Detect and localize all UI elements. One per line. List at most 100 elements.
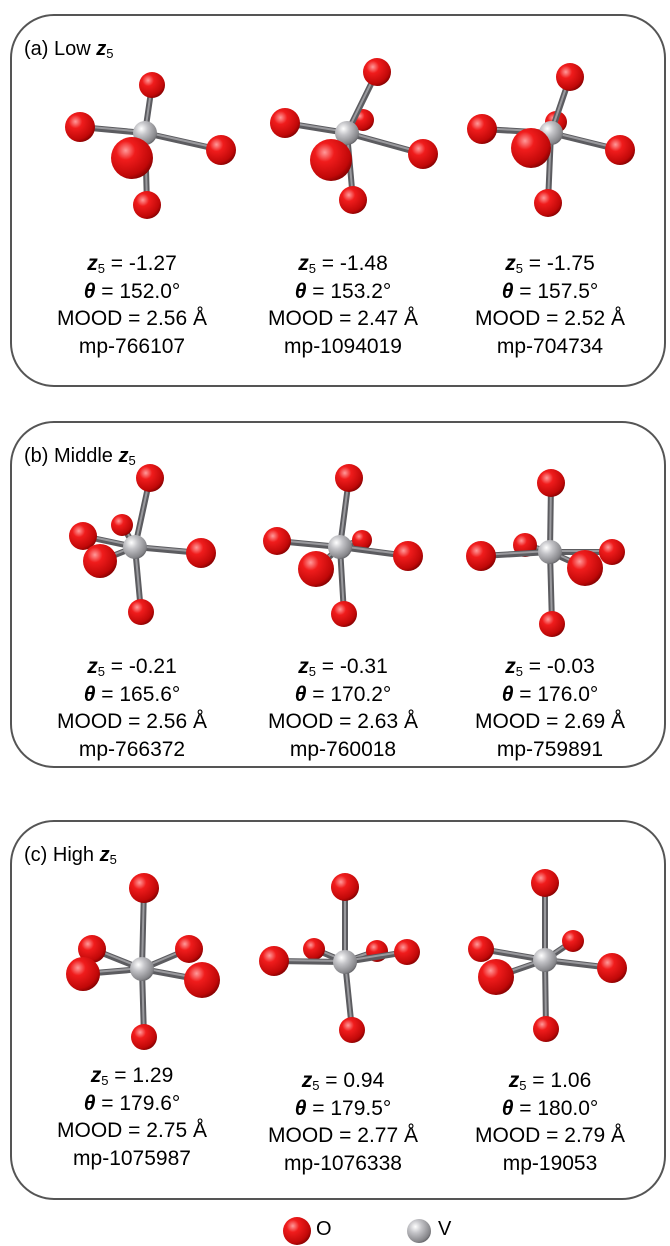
oxygen-atom [567, 550, 603, 586]
mp-id: mp-704734 [496, 334, 604, 358]
z5-line: z5 = -1.27 [87, 252, 177, 276]
mood-line: MOOD = 2.75 Å [57, 1119, 207, 1142]
vo6-octahedron [467, 63, 635, 217]
vo6-octahedron [69, 464, 216, 625]
oxygen-atom [136, 464, 164, 492]
oxygen-atom [175, 935, 203, 963]
oxygen-atom [111, 137, 153, 179]
oxygen-atom [263, 527, 291, 555]
oxygen-atom [556, 63, 584, 91]
theta-line: θ = 165.6° [83, 682, 181, 706]
oxygen-atom [66, 957, 100, 991]
mood-line: MOOD = 2.56 Å [57, 307, 207, 330]
oxygen-atom [186, 538, 216, 568]
vo6-octahedron [263, 464, 423, 627]
vanadium-atom-icon [407, 1219, 431, 1243]
oxygen-atom [533, 1016, 559, 1042]
oxygen-atom [599, 539, 625, 565]
oxygen-atom [331, 601, 357, 627]
oxygen-atom [531, 869, 559, 897]
structure-info: z5 = 1.06 θ = 180.0° MOOD = 2.79 Å mp-19053 [445, 1067, 655, 1177]
oxygen-atom [478, 959, 514, 995]
oxygen-atom [468, 936, 494, 962]
z5-line: z5 = -0.03 [505, 655, 595, 679]
oxygen-atom [139, 72, 165, 98]
oxygen-atom [303, 938, 325, 960]
theta-line: θ = 179.6° [83, 1091, 181, 1115]
mp-id: mp-1094019 [284, 334, 402, 358]
oxygen-atom [259, 946, 289, 976]
vanadium-atom [335, 121, 359, 145]
vo6-octahedron [466, 469, 625, 637]
oxygen-atom [363, 58, 391, 86]
mp-id: mp-766107 [78, 334, 186, 358]
structure-info: z5 = -1.75 θ = 157.5° MOOD = 2.52 Å mp-7047… [445, 250, 655, 360]
legend-oxygen-label: O [316, 1218, 332, 1240]
vanadium-atom [533, 948, 557, 972]
z5-line: z5 = -1.75 [505, 252, 595, 276]
oxygen-atom [83, 544, 117, 578]
oxygen-atom [597, 953, 627, 983]
mood-line: MOOD = 2.63 Å [268, 710, 418, 733]
oxygen-atom [69, 522, 97, 550]
oxygen-atom [270, 108, 300, 138]
theta-line: θ = 157.5° [501, 279, 599, 303]
structure-info: z5 = -1.48 θ = 153.2° MOOD = 2.47 Å mp-1094… [238, 250, 448, 360]
mp-id: mp-1076338 [284, 1151, 402, 1175]
oxygen-atom [562, 930, 584, 952]
oxygen-atom [605, 135, 635, 165]
z5-line: z5 = 1.29 [90, 1064, 174, 1088]
theta-line: θ = 152.0° [83, 279, 181, 303]
oxygen-atom [310, 139, 352, 181]
z5-line: z5 = 0.94 [301, 1069, 385, 1093]
vanadium-atom [328, 535, 352, 559]
z5-line: z5 = -1.48 [298, 252, 388, 276]
oxygen-atom [78, 935, 106, 963]
mp-id: mp-760018 [289, 737, 397, 761]
oxygen-atom [352, 530, 372, 550]
z5-line: z5 = 1.06 [508, 1069, 592, 1093]
oxygen-atom-icon [283, 1217, 311, 1245]
oxygen-atom [534, 189, 562, 217]
oxygen-atom [408, 139, 438, 169]
panel-title: (c) High z5 [24, 844, 117, 867]
mp-id: mp-19053 [502, 1151, 598, 1175]
theta-line: θ = 176.0° [501, 682, 599, 706]
vo6-octahedron [259, 873, 420, 1043]
theta-line: θ = 179.5° [294, 1096, 392, 1120]
vo6-octahedron [65, 72, 236, 219]
oxygen-atom [133, 191, 161, 219]
theta-line: θ = 180.0° [501, 1096, 599, 1120]
oxygen-atom [511, 128, 551, 168]
mp-id: mp-766372 [78, 737, 186, 761]
oxygen-atom [339, 186, 367, 214]
mood-line: MOOD = 2.69 Å [475, 710, 625, 733]
panel-title: (b) Middle z5 [24, 445, 136, 468]
legend: O V [0, 1216, 670, 1245]
oxygen-atom [335, 464, 363, 492]
mood-line: MOOD = 2.52 Å [475, 307, 625, 330]
oxygen-atom [184, 962, 220, 998]
legend-vanadium-label: V [438, 1218, 452, 1240]
oxygen-atom [539, 611, 565, 637]
vo6-octahedron [270, 58, 438, 214]
vo6-octahedron [468, 869, 627, 1042]
vanadium-atom [123, 535, 147, 559]
oxygen-atom [537, 469, 565, 497]
mood-line: MOOD = 2.56 Å [57, 710, 207, 733]
oxygen-atom [129, 873, 159, 903]
oxygen-atom [65, 112, 95, 142]
z5-line: z5 = -0.31 [298, 655, 388, 679]
oxygen-atom [393, 541, 423, 571]
theta-line: θ = 170.2° [294, 682, 392, 706]
oxygen-atom [131, 1024, 157, 1050]
oxygen-atom [331, 873, 359, 901]
oxygen-atom [394, 939, 420, 965]
theta-line: θ = 153.2° [294, 279, 392, 303]
mood-line: MOOD = 2.79 Å [475, 1124, 625, 1147]
mood-line: MOOD = 2.47 Å [268, 307, 418, 330]
